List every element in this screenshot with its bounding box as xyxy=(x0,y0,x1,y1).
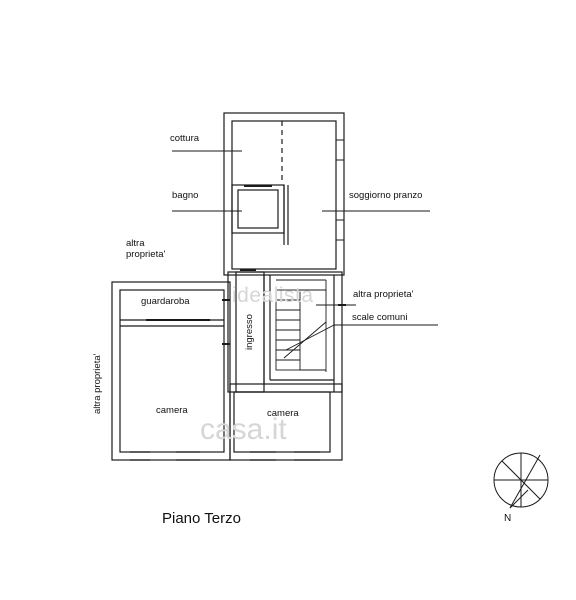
room-label-bagno: bagno xyxy=(172,190,199,201)
window-marks xyxy=(248,112,344,241)
floor-title: Piano Terzo xyxy=(162,510,241,527)
neighbor-label-left-top: altra proprieta' xyxy=(126,238,166,260)
room-label-camera-left: camera xyxy=(156,405,188,416)
room-label-cottura: cottura xyxy=(170,133,200,144)
stair-treads xyxy=(275,279,327,372)
central-block-walls xyxy=(227,271,343,393)
room-label-scale-comuni: scale comuni xyxy=(352,312,408,323)
neighbor-label-right: altra proprieta' xyxy=(353,289,414,300)
compass-rose xyxy=(493,452,549,509)
right-room-walls xyxy=(130,383,343,461)
compass-north-label: N xyxy=(504,513,512,524)
room-label-ingresso: ingresso xyxy=(244,314,255,350)
left-wing-walls xyxy=(111,281,231,461)
room-label-guardaroba: guardaroba xyxy=(141,296,190,307)
neighbor-label-left-vertical: altra proprieta' xyxy=(92,353,103,414)
kitchen-partitions xyxy=(231,121,289,245)
leader-lines xyxy=(172,150,438,351)
room-label-soggiorno: soggiorno pranzo xyxy=(349,190,423,201)
door-ticks xyxy=(222,269,346,345)
room-label-camera-right: camera xyxy=(267,408,299,419)
